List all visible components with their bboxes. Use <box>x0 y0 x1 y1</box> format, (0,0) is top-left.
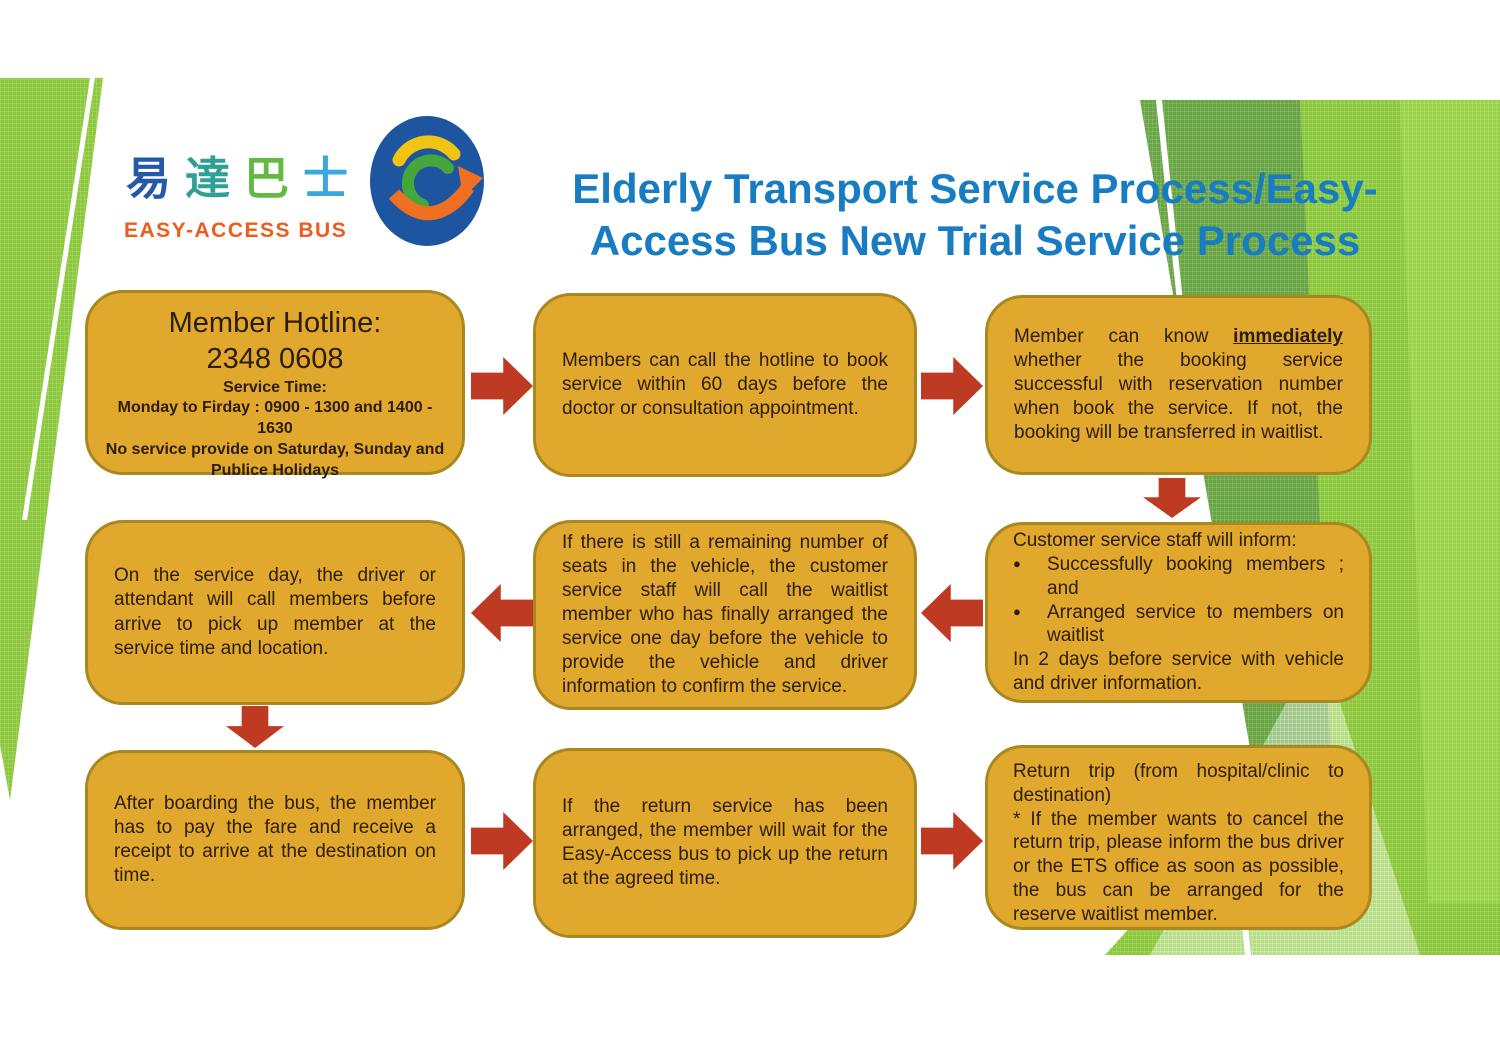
hotline-number: 2348 0608 <box>206 343 344 376</box>
arrow-down-confirm-to-inform <box>1143 478 1201 518</box>
flow-box-confirmation: Member can know immediately whether the … <box>985 295 1372 475</box>
inform-bullet-row-1: ● Successfully booking members ; and <box>1013 553 1344 601</box>
inform-bullet-row-2: ● Arranged service to members on waitlis… <box>1013 601 1344 649</box>
logo-char-4: 士 <box>303 153 349 204</box>
confirmation-text-immediately: immediately <box>1233 325 1343 347</box>
arrow-left-inform-to-waitlist-call <box>921 584 983 642</box>
flow-box-member-hotline: Member Hotline: 2348 0608 Service Time: … <box>85 290 465 479</box>
page-title: Elderly Transport Service Process/Easy- … <box>540 163 1410 267</box>
flow-box-waitlist-call: If there is still a remaining number of … <box>533 520 917 710</box>
confirmation-text-post: whether the booking service successful w… <box>1014 349 1343 444</box>
arrow-right-return-wait-to-return-trip <box>921 812 983 870</box>
inform-outro: In 2 days before service with vehicle an… <box>1013 649 1344 694</box>
inform-intro: Customer service staff will inform: <box>1013 530 1297 552</box>
easy-access-bus-logo-icon <box>368 114 486 248</box>
flow-box-boarding: After boarding the bus, the member has t… <box>85 750 465 930</box>
bullet-icon: ● <box>1013 603 1021 619</box>
bullet-icon: ● <box>1013 556 1021 572</box>
page-title-line1: Elderly Transport Service Process/Easy- <box>572 165 1378 212</box>
flow-box-booking: Members can call the hotline to book ser… <box>533 293 917 477</box>
booking-text: Members can call the hotline to book ser… <box>562 349 888 420</box>
arrow-right-book-to-confirm <box>921 357 983 415</box>
waitlist-call-text: If there is still a remaining number of … <box>562 531 888 698</box>
confirmation-text-pre: Member can know <box>1014 325 1234 347</box>
arrow-right-boarding-to-return-wait <box>471 812 533 870</box>
service-time-line2: No service provide on Saturday, Sunday a… <box>105 440 445 479</box>
service-day-text: On the service day, the driver or attend… <box>114 565 436 659</box>
return-wait-text: If the return service has been arranged,… <box>562 795 888 890</box>
hotline-heading: Member Hotline: <box>168 307 382 339</box>
logo-char-2: 達 <box>185 153 231 204</box>
flow-box-staff-inform: Customer service staff will inform: ● Su… <box>985 522 1372 703</box>
logo-char-1: 易 <box>126 153 172 204</box>
logo-english-text: EASY-ACCESS BUS <box>124 219 348 242</box>
service-time-title: Service Time: <box>223 378 327 396</box>
inform-bullet1-text: Successfully booking members ; and <box>1047 554 1344 599</box>
flow-box-return-wait: If the return service has been arranged,… <box>533 748 917 938</box>
logo-chinese-text: 易 達 巴 士 <box>126 156 348 201</box>
inform-bullet2-text: Arranged service to members on waitlist <box>1047 601 1344 647</box>
service-time-line1: Monday to Firday : 0900 - 1300 and 1400 … <box>117 399 433 438</box>
flow-box-return-trip: Return trip (from hospital/clinic to des… <box>985 745 1372 930</box>
flow-box-service-day: On the service day, the driver or attend… <box>85 520 465 705</box>
arrow-right-hotline-to-book <box>471 357 533 415</box>
return-trip-line1: Return trip (from hospital/clinic to des… <box>1013 761 1344 806</box>
arrow-left-waitlist-call-to-service-day <box>471 584 533 642</box>
page-title-line2: Access Bus New Trial Service Process <box>589 217 1361 265</box>
arrow-down-service-day-to-boarding <box>226 706 284 748</box>
logo-char-3: 巴 <box>244 153 290 204</box>
confirmation-text: Member can know immediately whether the … <box>1014 325 1343 446</box>
boarding-text: After boarding the bus, the member has t… <box>114 792 436 887</box>
return-trip-line2: * If the member wants to cancel the retu… <box>1013 808 1344 925</box>
